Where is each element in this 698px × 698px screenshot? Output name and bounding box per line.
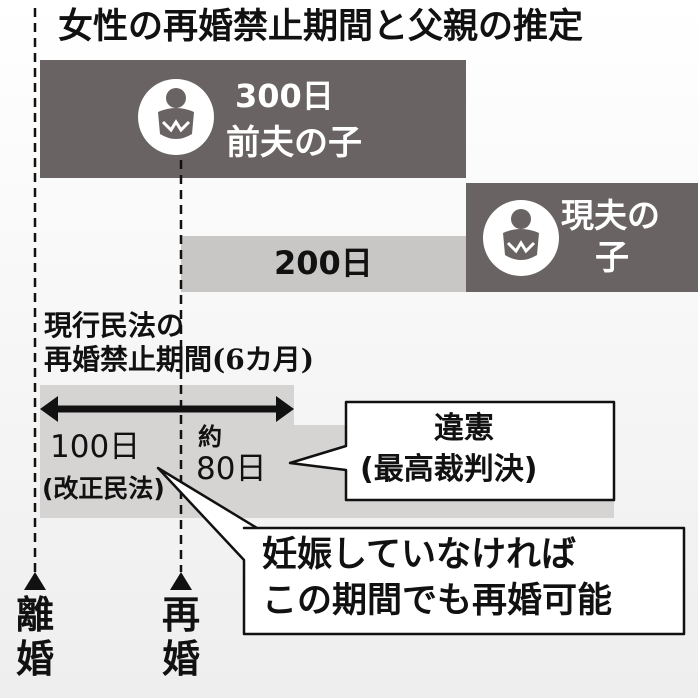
period-100-days-label: 100日	[50, 429, 141, 465]
current-husband-child-label-line2: 子	[595, 238, 629, 278]
divorce-marker-icon	[24, 572, 46, 590]
six-month-arrow	[40, 396, 294, 422]
remarry-callout-line2: この期間でも再婚可能	[262, 581, 613, 621]
page-title: 女性の再婚禁止期間と父親の推定	[58, 7, 584, 47]
period-80-days-label: 80日	[196, 451, 267, 487]
bar-200-days-label: 200日	[274, 244, 373, 282]
remarriage-marker-icon	[170, 572, 192, 590]
former-husband-child-label: 前夫の子	[226, 123, 362, 163]
bar-300-days	[40, 60, 466, 178]
supreme-court-ruling-label: (最高裁判決)	[360, 452, 538, 487]
remarriage-label-1: 再	[162, 593, 201, 637]
current-husband-child-label-line1: 現夫の	[561, 196, 660, 235]
bar-200-days	[181, 236, 466, 292]
bar-300-days-label: 300日	[235, 77, 334, 115]
old-law-label-line2: 再婚禁止期間(6カ月)	[44, 343, 314, 376]
baby-icon	[138, 79, 214, 155]
unconstitutional-label: 違憲	[434, 411, 494, 446]
remarriage-label-2: 婚	[162, 637, 201, 681]
callout-unconstitutional	[288, 400, 616, 502]
approx-label: 約	[198, 423, 222, 451]
revised-law-label: (改正民法)	[42, 474, 165, 503]
old-law-label-line1: 現行民法の	[44, 309, 185, 342]
divorce-label-1: 離	[16, 593, 55, 637]
baby-icon	[483, 200, 559, 276]
divorce-label-2: 婚	[16, 637, 55, 681]
callout-remarry	[156, 466, 686, 636]
remarry-callout-line1: 妊娠していなければ	[262, 535, 576, 575]
